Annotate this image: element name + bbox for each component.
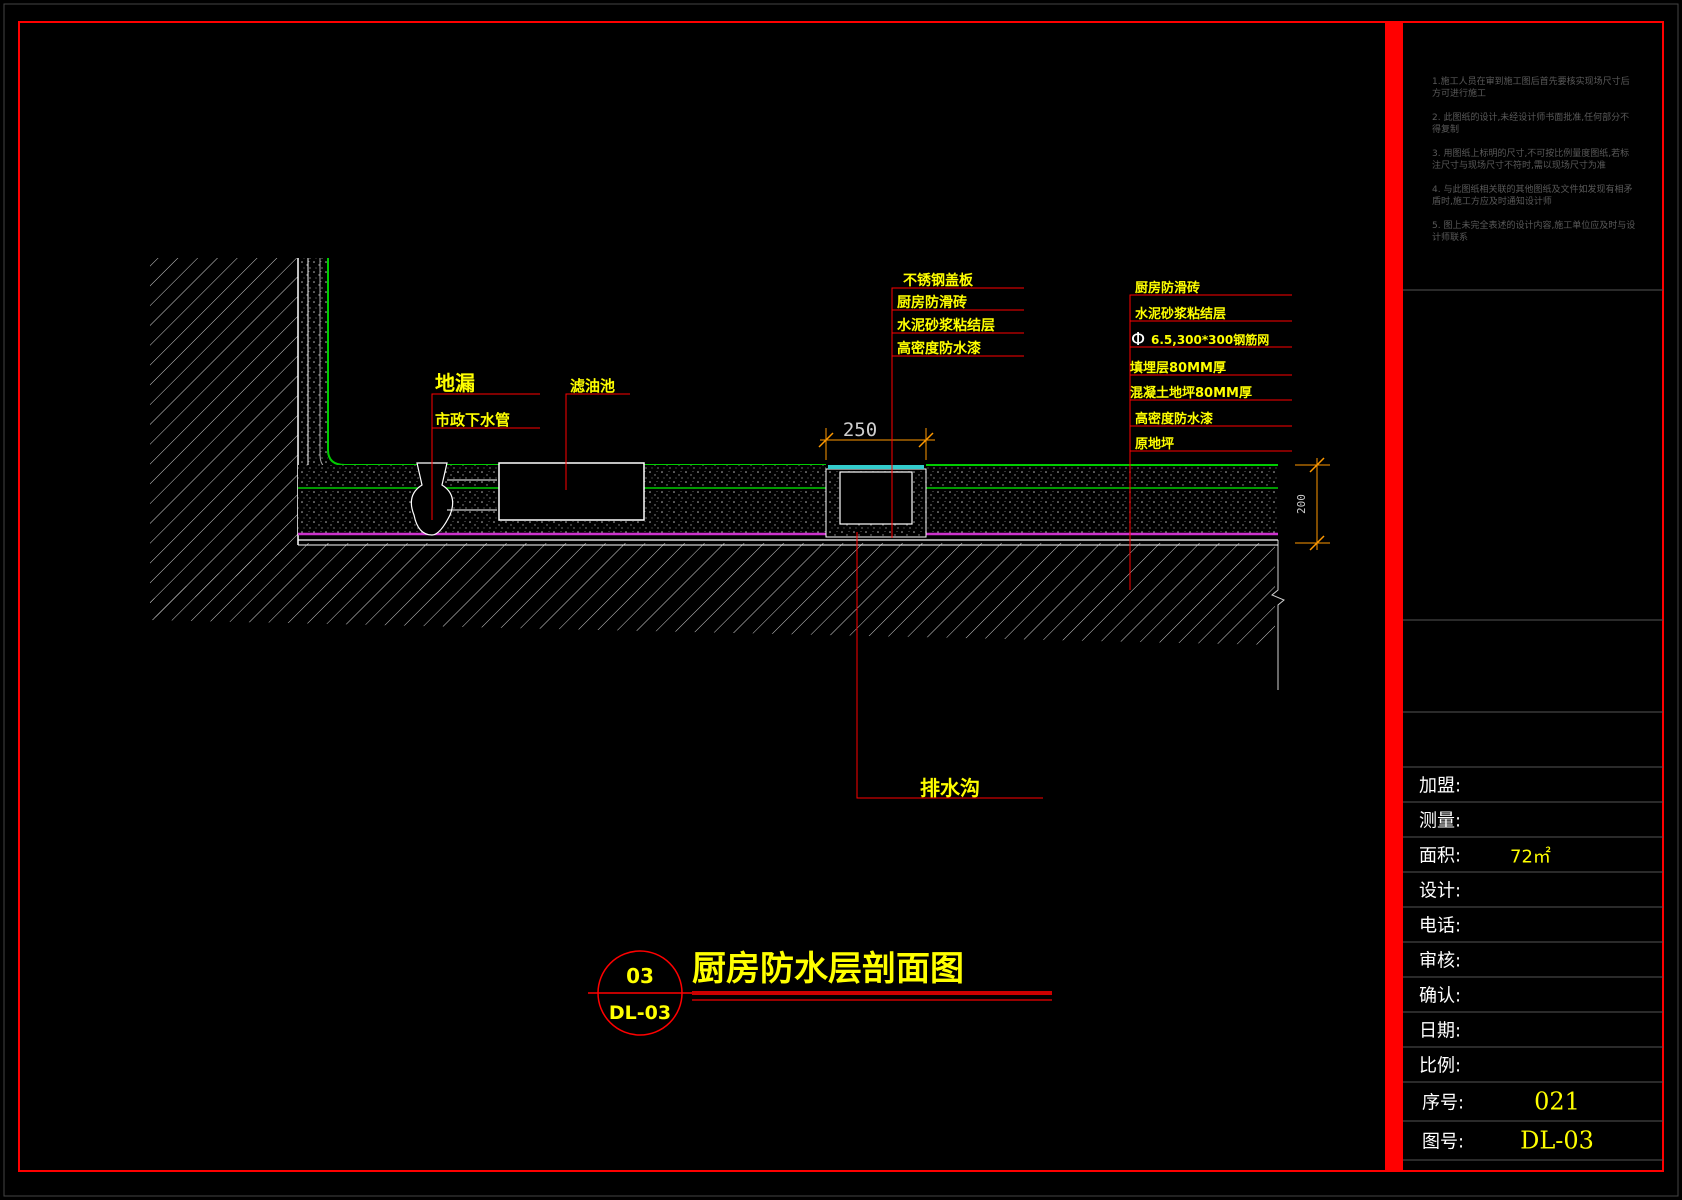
note-item: 1.施工人员在审到施工图后首先要核实现场尺寸后方可进行施工 <box>1432 77 1630 99</box>
title-block-row: 日期: <box>1403 1021 1663 1048</box>
dimension-width: 250 <box>818 419 935 460</box>
row-label: 审核: <box>1419 951 1461 972</box>
row-label: 设计: <box>1419 881 1461 902</box>
dimension-height-text: 200 <box>1295 494 1308 514</box>
row-label: 序号: <box>1422 1093 1464 1114</box>
row-value: DL-03 <box>1520 1127 1594 1155</box>
row-label: 确认: <box>1419 986 1461 1007</box>
title-block-row: 比例: <box>1403 1056 1663 1083</box>
row-value: 72㎡ <box>1510 846 1551 868</box>
note-item: 2. 此图纸的设计,未经设计师书面批准,任何部分不得复制 <box>1432 113 1630 135</box>
dimension-width-text: 250 <box>843 419 877 441</box>
label-stainless-cover: 不锈钢盖板 <box>903 272 974 289</box>
label-concrete-layer: 混凝土地坪80MM厚 <box>1130 385 1252 401</box>
label-kitchen-tile-b: 厨房防滑砖 <box>1135 280 1200 296</box>
general-notes: 1.施工人员在审到施工图后首先要核实现场尺寸后方可进行施工 2. 此图纸的设计,… <box>1432 76 1637 256</box>
wall-hatch <box>150 258 298 620</box>
title-block-row: 确认: <box>1403 986 1663 1013</box>
label-drain-trench: 排水沟 <box>920 776 980 800</box>
trench-inner <box>839 471 913 525</box>
label-kitchen-tile-a: 厨房防滑砖 <box>897 294 967 311</box>
label-mortar-layer-b: 水泥砂浆粘结层 <box>1135 306 1226 322</box>
drawing-frame <box>18 21 1664 1172</box>
title-block-row: 面积: 72㎡ <box>1403 846 1663 873</box>
drawing-title-block: 03 DL-03 厨房防水层剖面图 <box>588 949 1052 1036</box>
row-label: 图号: <box>1422 1132 1464 1153</box>
dimension-height: 200 <box>1295 457 1330 551</box>
section-detail: 250 200 <box>150 258 1330 800</box>
grease-trap-box <box>498 462 645 521</box>
ground-hatch <box>150 543 1275 645</box>
title-block-row: 序号: 021 <box>1403 1088 1663 1122</box>
floor-finish-layer-right <box>926 465 1278 493</box>
title-block-row: 设计: <box>1403 881 1663 908</box>
label-floor-drain: 地漏 <box>435 371 475 395</box>
outer-border <box>3 3 1679 1197</box>
label-municipal-pipe: 市政下水管 <box>435 411 510 429</box>
title-block-row: 图号: DL-03 <box>1403 1127 1663 1161</box>
fill-layer <box>298 493 1278 533</box>
note-item: 5. 图上未完全表述的设计内容,施工单位应及时与设计师联系 <box>1432 221 1636 243</box>
row-label: 测量: <box>1419 811 1461 832</box>
row-label: 面积: <box>1419 846 1461 867</box>
row-label: 加盟: <box>1419 776 1461 797</box>
row-value: 021 <box>1534 1088 1580 1116</box>
label-waterproof-b: 高密度防水漆 <box>1135 411 1213 427</box>
diameter-symbol-icon: Φ <box>1131 329 1145 350</box>
break-line <box>1271 540 1285 690</box>
row-label: 电话: <box>1419 916 1461 937</box>
notes-panel <box>1403 289 1663 768</box>
detail-sheet-ref: DL-03 <box>609 1002 671 1024</box>
label-grease-trap: 滤油池 <box>570 377 615 395</box>
detail-number: 03 <box>626 964 654 988</box>
title-block-row: 加盟: <box>1403 776 1663 803</box>
label-waterproof-a: 高密度防水漆 <box>897 340 981 357</box>
wall-waterproof-line <box>327 258 826 466</box>
row-label: 日期: <box>1419 1021 1461 1042</box>
drawing-title: 厨房防水层剖面图 <box>692 949 964 989</box>
title-block-row: 测量: <box>1403 811 1663 838</box>
note-item: 3. 用图纸上标明的尺寸,不可按比例量度图纸,若标注尺寸与现场尺寸不符时,需以现… <box>1432 149 1630 171</box>
title-block-row: 电话: <box>1403 916 1663 943</box>
row-label: 比例: <box>1419 1056 1461 1077</box>
leaders <box>431 287 1292 799</box>
wall-plaster <box>298 258 328 465</box>
label-original-floor: 原地坪 <box>1135 436 1174 452</box>
note-item: 4. 与此图纸相关联的其他图纸及文件如发现有相矛盾时,施工方应及时通知设计师 <box>1432 185 1633 207</box>
frame-divider-bar <box>1385 22 1403 1171</box>
label-mortar-layer-a: 水泥砂浆粘结层 <box>897 317 995 334</box>
title-block-row: 审核: <box>1403 951 1663 978</box>
label-rebar-mesh: 6.5,300*300钢筋网 <box>1151 332 1269 347</box>
label-fill-layer: 填埋层80MM厚 <box>1130 360 1226 376</box>
